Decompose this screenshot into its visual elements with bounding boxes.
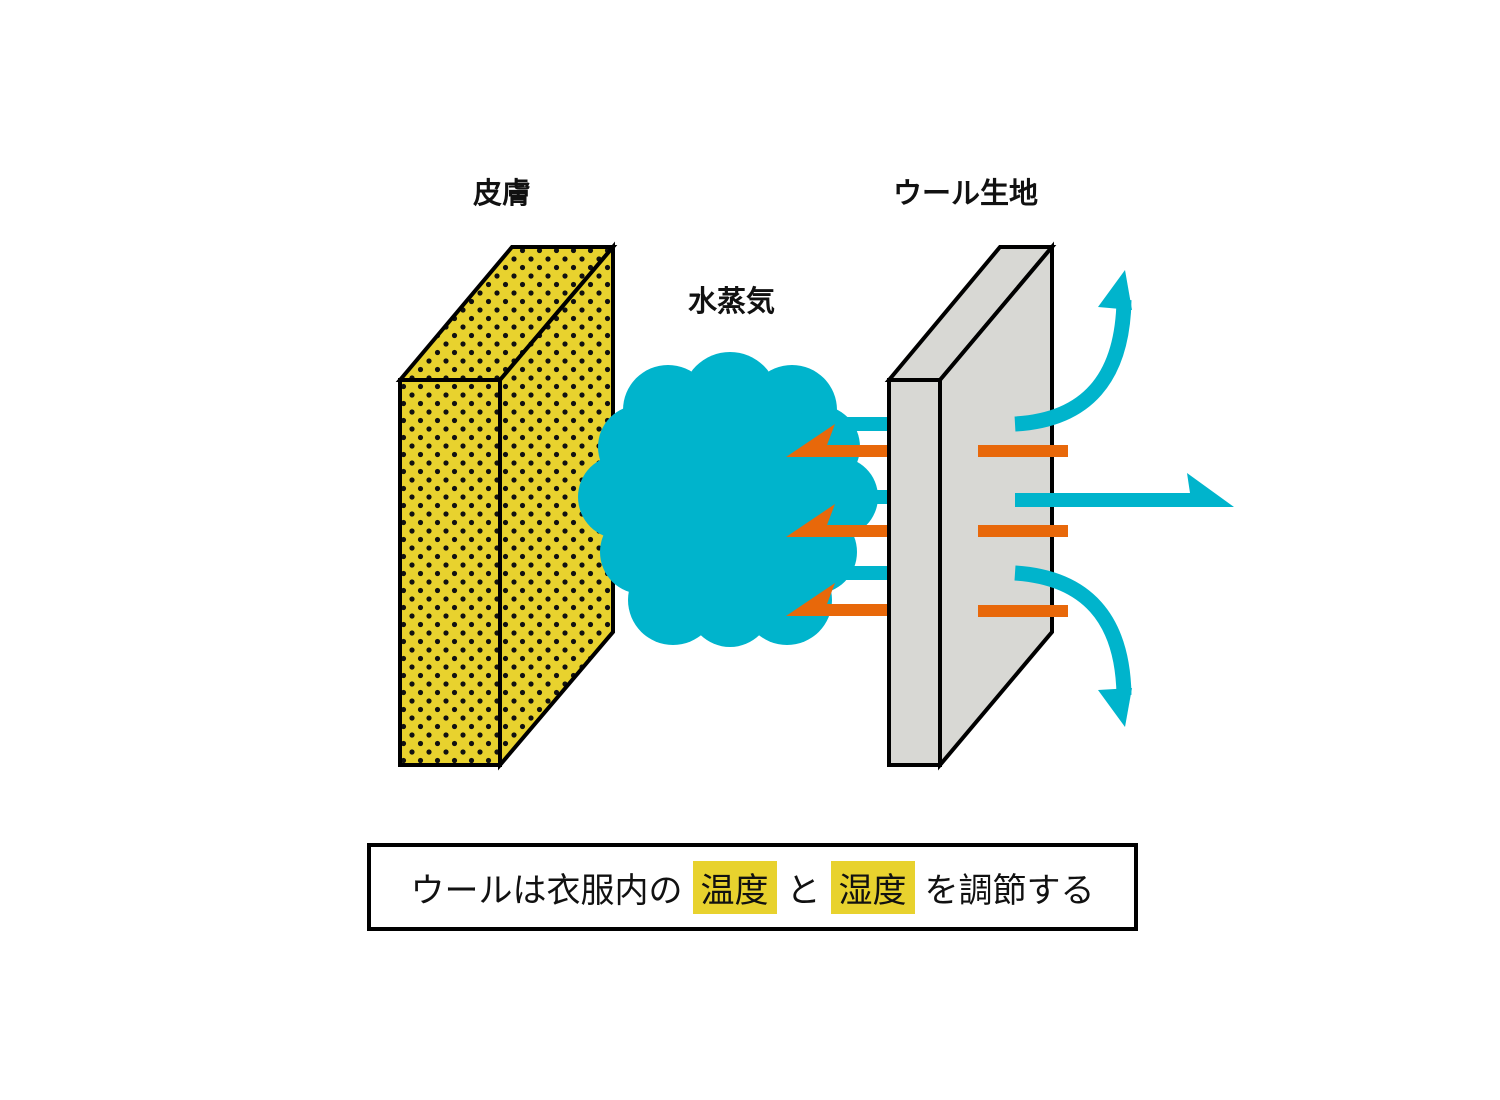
- caption-box: ウールは衣服内の 温度 と 湿度 を調節する: [367, 843, 1138, 931]
- skin-block: [395, 241, 618, 771]
- vapor-arrows-out: [1014, 270, 1234, 727]
- heat-bars: [978, 445, 1068, 617]
- caption-text-2: と: [786, 870, 821, 911]
- water-vapor-cloud: [578, 352, 878, 647]
- vapor-arrow-up: [1014, 299, 1132, 432]
- vapor-arrow-down: [1014, 565, 1132, 696]
- caption-highlight-humidity: 湿度: [830, 860, 915, 914]
- heat-arrow: [786, 424, 889, 457]
- skin-label: 皮膚: [473, 176, 532, 210]
- vapor-arrow-straight: [1015, 473, 1234, 507]
- water-vapor-label: 水蒸気: [688, 284, 776, 318]
- caption-text-1: ウールは衣服内の: [410, 870, 683, 911]
- skin-front-face: [398, 378, 502, 767]
- heat-arrow: [786, 504, 889, 537]
- wool-front-face: [887, 378, 942, 767]
- arrowhead-down: [1098, 688, 1132, 727]
- caption-highlight-temperature: 温度: [692, 860, 777, 914]
- arrowhead-up: [1098, 270, 1132, 310]
- wool-fabric-block: [884, 241, 1057, 771]
- wool-fabric-label: ウール生地: [893, 176, 1039, 210]
- caption-text-3: を調節する: [924, 870, 1095, 911]
- heat-arrows-in: [786, 424, 889, 616]
- heat-arrow: [786, 583, 889, 616]
